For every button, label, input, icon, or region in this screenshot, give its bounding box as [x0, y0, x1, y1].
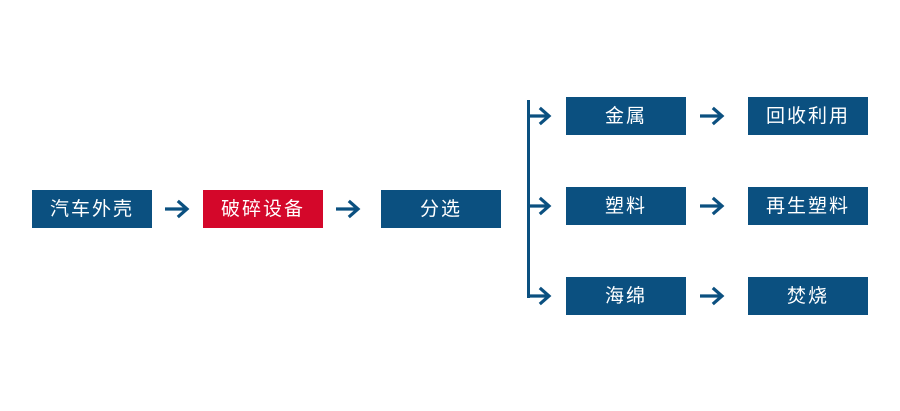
node-plastic-label: 塑料 — [604, 194, 647, 217]
node-regenerated-plastic[interactable]: 再生塑料 — [748, 187, 868, 225]
node-incineration-label: 焚烧 — [786, 284, 829, 307]
node-metal[interactable]: 金属 — [566, 97, 686, 135]
node-shell[interactable]: 汽车外壳 — [32, 190, 152, 228]
splitter-bus-line — [527, 100, 530, 298]
arrow-plastic-to-regenerated — [700, 195, 728, 217]
node-sponge-label: 海绵 — [604, 284, 647, 307]
arrow-split-to-sponge — [529, 285, 555, 307]
node-shredder[interactable]: 破碎设备 — [203, 190, 323, 228]
arrow-shredder-to-sorting — [336, 198, 364, 220]
arrow-sponge-to-incineration — [700, 285, 728, 307]
node-regenerated-plastic-label: 再生塑料 — [765, 194, 850, 217]
arrow-split-to-metal — [529, 105, 555, 127]
node-recycle[interactable]: 回收利用 — [748, 97, 868, 135]
arrow-metal-to-recycle — [700, 105, 728, 127]
node-sponge[interactable]: 海绵 — [566, 277, 686, 315]
node-metal-label: 金属 — [604, 104, 647, 127]
node-shell-label: 汽车外壳 — [49, 197, 134, 220]
node-recycle-label: 回收利用 — [765, 104, 850, 127]
node-plastic[interactable]: 塑料 — [566, 187, 686, 225]
node-sorting-label: 分选 — [419, 197, 462, 220]
node-incineration[interactable]: 焚烧 — [748, 277, 868, 315]
node-shredder-label: 破碎设备 — [220, 197, 305, 220]
node-sorting[interactable]: 分选 — [381, 190, 501, 228]
arrow-split-to-plastic — [529, 195, 555, 217]
arrow-shell-to-shredder — [165, 198, 193, 220]
